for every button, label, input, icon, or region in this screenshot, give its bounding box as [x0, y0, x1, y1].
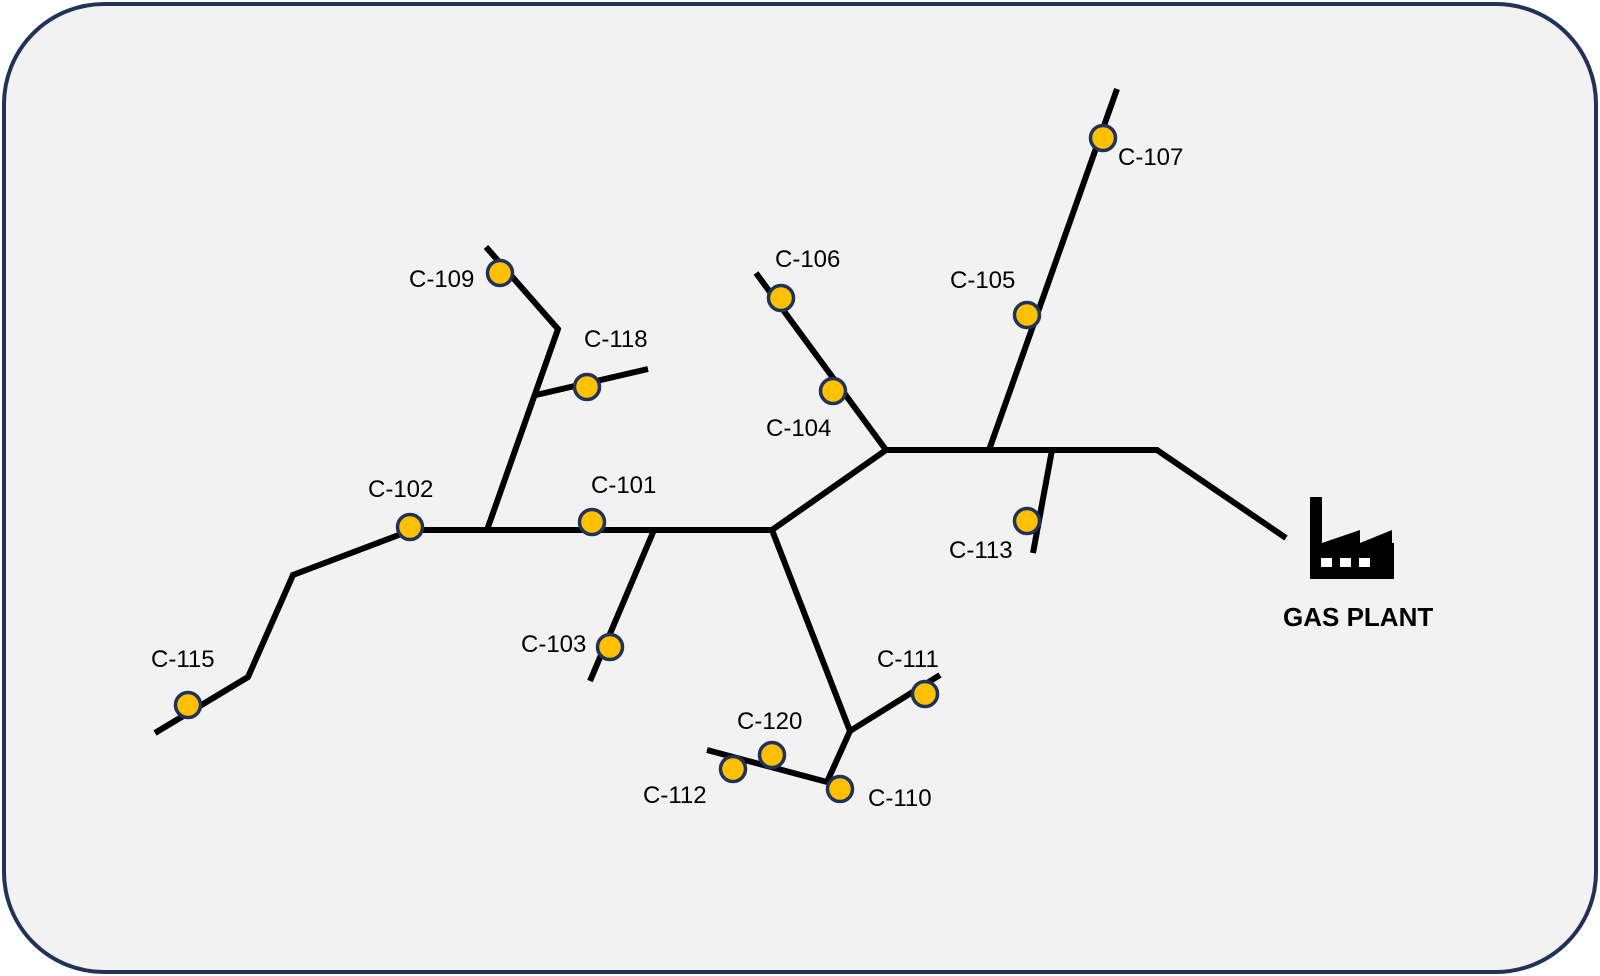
node-labels: C-101 C-102 C-103 C-104 C-105 C-106 C-10…	[151, 144, 1183, 812]
node-c105[interactable]	[1012, 300, 1042, 330]
label-c120: C-120	[737, 708, 802, 735]
gas-plant-label: GAS PLANT	[1283, 602, 1433, 632]
label-c110: C-110	[868, 785, 932, 812]
label-c101: C-101	[591, 472, 656, 499]
label-c106: C-106	[775, 246, 840, 273]
node-c102[interactable]	[395, 512, 425, 542]
label-c102: C-102	[368, 476, 433, 503]
label-c103: C-103	[521, 631, 586, 658]
label-c104: C-104	[766, 415, 831, 442]
node-c120[interactable]	[757, 740, 787, 770]
label-c113: C-113	[949, 537, 1013, 564]
node-c104[interactable]	[818, 376, 848, 406]
node-c110[interactable]	[825, 774, 855, 804]
node-c103[interactable]	[595, 632, 625, 662]
node-c113[interactable]	[1012, 506, 1042, 536]
label-c105: C-105	[950, 267, 1015, 294]
well-nodes	[173, 123, 1118, 804]
gas-plant[interactable]: GAS PLANT	[1283, 497, 1433, 632]
label-c111: C-111	[877, 646, 939, 673]
label-c115: C-115	[151, 646, 215, 673]
node-c111[interactable]	[910, 679, 940, 709]
label-c107: C-107	[1118, 144, 1183, 171]
node-c118[interactable]	[572, 372, 602, 402]
node-c115[interactable]	[173, 690, 203, 720]
node-c109[interactable]	[485, 258, 515, 288]
factory-window-3	[1359, 558, 1370, 567]
label-c112: C-112	[643, 782, 707, 809]
label-c109: C-109	[409, 266, 474, 293]
node-c112[interactable]	[718, 754, 748, 784]
factory-window-1	[1321, 558, 1332, 567]
node-c101[interactable]	[577, 507, 607, 537]
pipe-c113-branch	[1030, 449, 1055, 554]
node-c106[interactable]	[766, 283, 796, 313]
node-c107[interactable]	[1088, 123, 1118, 153]
factory-window-2	[1340, 558, 1351, 567]
label-c118: C-118	[584, 326, 648, 353]
